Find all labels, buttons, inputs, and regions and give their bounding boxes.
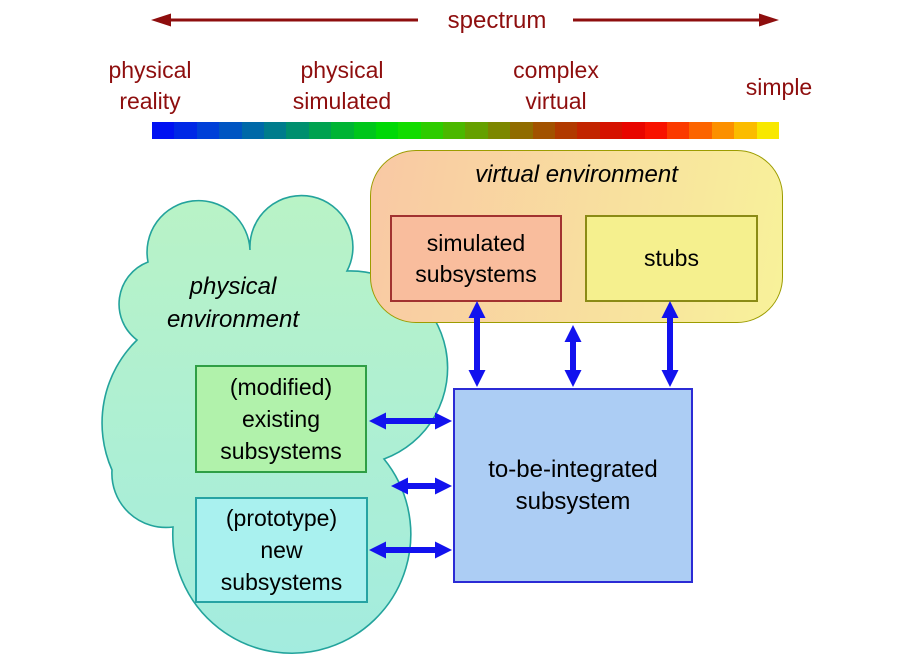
spectrum-bar-segment [555, 122, 578, 139]
spectrum-bar-segment [375, 122, 399, 139]
arrow-prototype-integrated [369, 541, 452, 559]
spectrum-bar-segment [577, 122, 600, 139]
spectrum-bar-segment [219, 122, 242, 139]
spectrum-title: spectrum [447, 7, 547, 34]
spectrum-bar-segment [398, 122, 421, 139]
spectrum-bar-segment [174, 122, 197, 139]
spectrum-bar-segment [487, 122, 511, 139]
spectrum-bar-segment [196, 122, 220, 139]
spectrum-bar-segment [353, 122, 376, 139]
spectrum-bar-segment [286, 122, 309, 139]
spectrum-bar-segment [263, 122, 287, 139]
spectrum-bar-segment [532, 122, 556, 139]
spectrum-bar-segment [241, 122, 264, 139]
arrow-physical-integrated [391, 477, 452, 495]
spectrum-bar-segment [599, 122, 623, 139]
prototype-new-subsystems-box: (prototype) new subsystems [195, 497, 368, 603]
arrow-modified-integrated [369, 412, 452, 430]
spectrum-bar-segment [644, 122, 667, 139]
spectrum-bar-segment [308, 122, 332, 139]
spectrum-color-bar [152, 122, 779, 139]
simulated-subsystems-box: simulated subsystems [390, 215, 562, 302]
spectrum-bar-segment [465, 122, 488, 139]
spectrum-bar-segment [443, 122, 466, 139]
spectrum-bar-segment [622, 122, 645, 139]
spectrum-label-physical-simulated: physical simulated [292, 57, 392, 114]
spectrum-bar-segment [689, 122, 712, 139]
to-be-integrated-subsystem-box: to-be-integrated subsystem [453, 388, 693, 583]
spectrum-arrow-left [151, 13, 418, 27]
spectrum-bar-segment [331, 122, 354, 139]
modified-existing-subsystems-box: (modified) existing subsystems [195, 365, 367, 473]
spectrum-bar-segment [152, 122, 175, 139]
spectrum-bar-segment [756, 122, 779, 139]
spectrum-bar-segment [666, 122, 690, 139]
spectrum-label-complex-virtual: complex virtual [513, 57, 599, 114]
stubs-box: stubs [585, 215, 758, 302]
physical-environment-title: physical environment [166, 273, 300, 333]
spectrum-bar-segment [711, 122, 735, 139]
spectrum-bar-segment [510, 122, 533, 139]
virtual-environment-title: virtual environment [475, 161, 678, 188]
spectrum-arrow-right [573, 13, 779, 27]
spectrum-label-physical-reality: physical reality [108, 57, 192, 114]
spectrum-label-simple: simple [745, 74, 813, 100]
spectrum-bar-segment [420, 122, 444, 139]
arrow-virtual-integrated [564, 325, 582, 387]
spectrum-bar-segment [734, 122, 757, 139]
